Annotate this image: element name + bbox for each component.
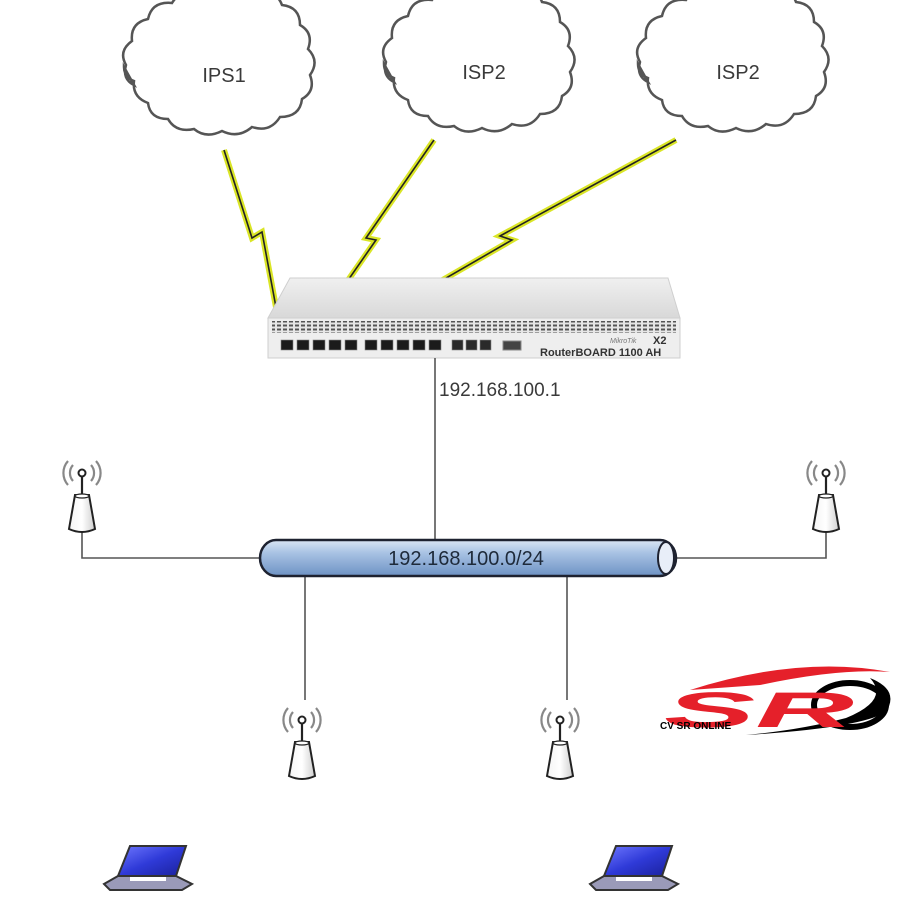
ethernet-port — [412, 339, 426, 351]
router-model-tag: X2 — [653, 335, 666, 347]
router-sfp-ports — [451, 339, 492, 351]
laptop-icon — [103, 845, 193, 891]
company-logo: SR CV SR ONLINE — [660, 666, 891, 738]
router-model-name: RouterBOARD 1100 AH — [540, 347, 661, 359]
sfp-port — [465, 339, 478, 351]
isp-cloud-2: ISP2 — [381, 0, 576, 133]
ethernet-port — [280, 339, 294, 351]
router-ethernet-ports — [280, 339, 442, 351]
sfp-port — [479, 339, 492, 351]
logo-letters: SR — [664, 682, 854, 738]
ethernet-port — [328, 339, 342, 351]
sfp-port — [451, 339, 464, 351]
link-ap-left — [81, 520, 262, 559]
access-point-icon — [62, 459, 102, 534]
logo-swoosh-black — [746, 678, 891, 735]
ethernet-port — [380, 339, 394, 351]
lan-subnet-label: 192.168.100.0/24 — [388, 548, 544, 570]
link-ap-right — [676, 520, 827, 559]
router-brand-small: MikroTik — [610, 338, 637, 345]
router: MikroTik X2 RouterBOARD 1100 AH — [267, 277, 681, 359]
isp-cloud-2-label: ISP2 — [462, 62, 505, 84]
isp-cloud-1: IPS1 — [121, 0, 316, 136]
isp-cloud-1-label: IPS1 — [202, 65, 245, 87]
lan-subnet-pipe: 192.168.100.0/24 — [258, 538, 678, 578]
isp-cloud-3: ISP2 — [635, 0, 830, 133]
logo-company-name: CV SR ONLINE — [660, 721, 731, 732]
access-point-icon — [540, 706, 580, 781]
ethernet-port — [312, 339, 326, 351]
wan-link-1 — [221, 149, 286, 346]
router-lan-ip: 192.168.100.1 — [439, 380, 561, 401]
router-vents — [272, 321, 676, 333]
ethernet-port — [296, 339, 310, 351]
router-console-port — [502, 340, 522, 351]
logo-swoosh-red — [690, 666, 890, 690]
access-point-icon — [806, 459, 846, 534]
ethernet-port — [396, 339, 410, 351]
laptop-icon — [589, 845, 679, 891]
ethernet-port — [428, 339, 442, 351]
ethernet-port — [364, 339, 378, 351]
ethernet-port — [344, 339, 358, 351]
isp-cloud-3-label: ISP2 — [716, 62, 759, 84]
access-point-icon — [282, 706, 322, 781]
